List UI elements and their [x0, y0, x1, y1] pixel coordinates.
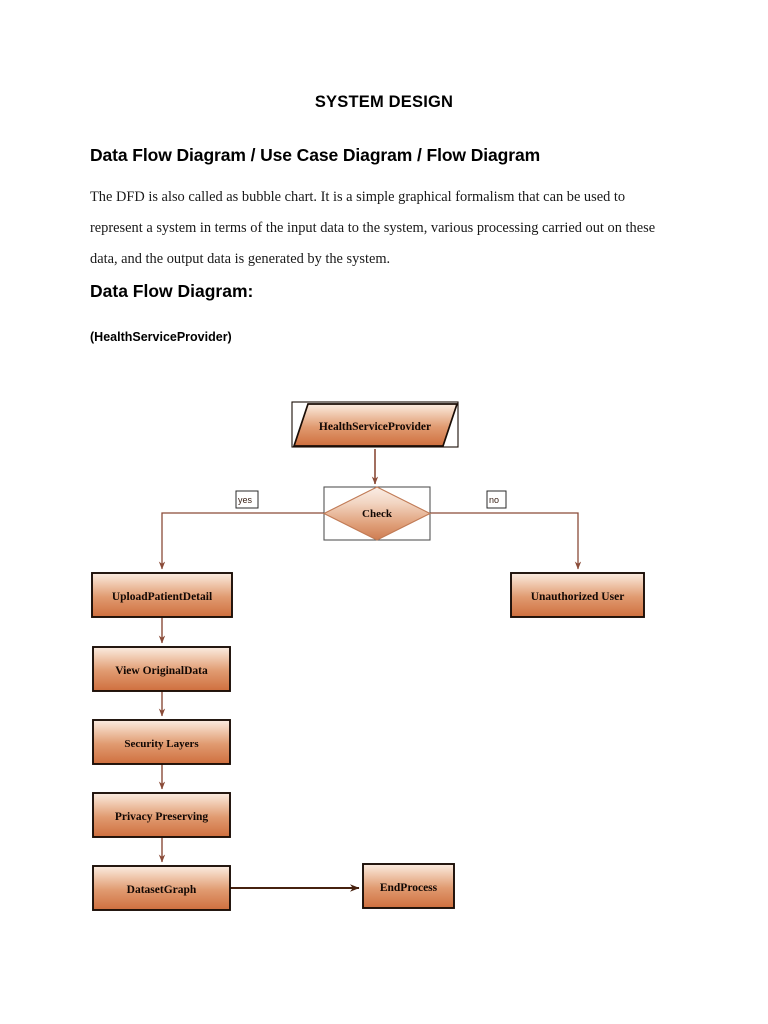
edge-label-no-box	[486, 490, 507, 509]
node-healthserviceprovider-shape	[292, 403, 459, 447]
edge-check-to-upload-yes	[158, 512, 324, 570]
node-privacypreserving[interactable]: Privacy Preserving	[92, 792, 231, 838]
node-healthserviceprovider-label: HealthServiceProvider	[319, 421, 431, 433]
body-paragraph: The DFD is also called as bubble chart. …	[90, 189, 656, 267]
node-vieworiginaldata-label: View OriginalData	[115, 665, 208, 677]
node-datasetgraph[interactable]: DatasetGraph	[92, 865, 231, 911]
edge-label-no: no	[486, 490, 507, 509]
edge-label-yes-box	[235, 490, 259, 509]
node-check-label: Check	[362, 508, 393, 520]
diagram-connectors	[158, 449, 582, 892]
node-unauthorizeduser-shape	[510, 572, 645, 618]
node-check-shape	[322, 486, 432, 541]
node-vieworiginaldata[interactable]: View OriginalData	[92, 646, 231, 692]
section-heading-data-flow-diagram: Data Flow Diagram:	[90, 281, 254, 301]
edge-label-yes: yes	[235, 490, 259, 509]
page-title: SYSTEM DESIGN	[314, 93, 454, 111]
node-unauthorizeduser-label: Unauthorized User	[531, 591, 625, 603]
edge-label-no-text: no	[489, 495, 499, 505]
edge-check-to-unauthorized-no	[430, 512, 582, 570]
node-securitylayers-label: Security Layers	[124, 738, 199, 750]
node-securitylayers-shape	[92, 719, 231, 765]
diagram-subject-label: (HealthServiceProvider)	[90, 330, 232, 344]
node-privacypreserving-label: Privacy Preserving	[115, 811, 209, 823]
node-endprocess-shape	[362, 863, 455, 909]
node-endprocess-label: EndProcess	[380, 882, 438, 894]
edge-label-yes-text: yes	[238, 495, 253, 505]
node-healthserviceprovider[interactable]: HealthServiceProvider	[291, 401, 459, 448]
node-uploadpatientdetail-shape	[91, 572, 233, 618]
node-unauthorizeduser[interactable]: Unauthorized User	[510, 572, 645, 618]
node-datasetgraph-label: DatasetGraph	[127, 884, 197, 896]
section-heading-dfd-usecase: Data Flow Diagram / Use Case Diagram / F…	[90, 145, 541, 165]
node-check[interactable]: Check	[322, 486, 432, 541]
node-healthserviceprovider-bbox	[291, 401, 459, 448]
node-endprocess[interactable]: EndProcess	[362, 863, 455, 909]
node-datasetgraph-shape	[92, 865, 231, 911]
node-vieworiginaldata-shape	[92, 646, 231, 692]
node-uploadpatientdetail-label: UploadPatientDetail	[112, 591, 212, 603]
node-securitylayers[interactable]: Security Layers	[92, 719, 231, 765]
node-privacypreserving-shape	[92, 792, 231, 838]
node-uploadpatientdetail[interactable]: UploadPatientDetail	[91, 572, 233, 618]
